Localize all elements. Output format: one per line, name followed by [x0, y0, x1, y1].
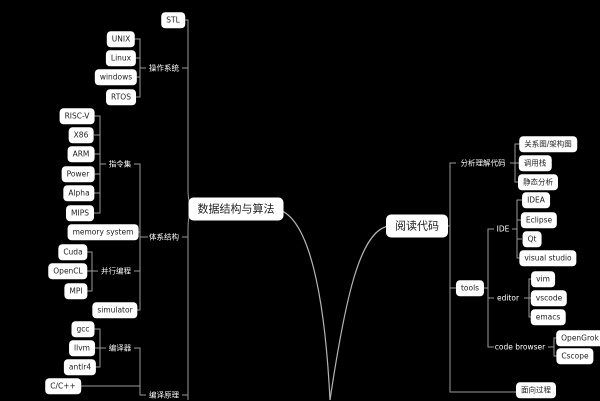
isa-children-lines	[94, 115, 106, 214]
compiler-item-llvm[interactable]: llvm	[69, 340, 95, 356]
node-compiler[interactable]: 编译器	[108, 343, 132, 353]
isa-item-mips[interactable]: MIPS	[66, 205, 94, 221]
isa-item-power[interactable]: Power	[61, 166, 95, 182]
node-procedural[interactable]: 面向过程	[516, 382, 556, 398]
ide-children-lines	[512, 199, 522, 259]
ide-item-visual-studio[interactable]: visual studio	[519, 250, 577, 266]
analysis-item-architecture[interactable]: 关系图/架构图	[519, 136, 577, 152]
parallel-item-mpi[interactable]: MPI	[64, 283, 88, 299]
browser-item-cscope[interactable]: Cscope	[556, 348, 594, 364]
node-code-browser[interactable]: code browser	[494, 342, 546, 352]
os-item-linux[interactable]: Linux	[105, 50, 137, 66]
node-stl[interactable]: STL	[161, 12, 185, 28]
browser-item-opengrok[interactable]: OpenGrok	[556, 330, 600, 346]
node-analysis[interactable]: 分析理解代码	[460, 158, 506, 168]
ide-item-qt[interactable]: Qt	[522, 231, 542, 247]
editor-item-emacs[interactable]: emacs	[530, 309, 566, 325]
parallel-item-opencl[interactable]: OpenCL	[48, 263, 88, 279]
isa-item-arm[interactable]: ARM	[67, 146, 95, 162]
parallel-item-cuda[interactable]: Cuda	[58, 244, 88, 260]
compiler-item-antlr4[interactable]: antlr4	[63, 359, 97, 375]
node-arch[interactable]: 体系结构	[149, 232, 179, 242]
node-c-cpp[interactable]: C/C++	[45, 378, 81, 394]
node-editor[interactable]: editor	[496, 293, 520, 303]
isa-item-x86[interactable]: X86	[68, 127, 94, 143]
isa-item-riscv[interactable]: RISC-V	[59, 108, 95, 124]
editor-item-vim[interactable]: vim	[531, 271, 555, 287]
node-simulator[interactable]: simulator	[92, 302, 138, 318]
compiler-children-lines	[94, 328, 106, 368]
trunk-to-ds	[275, 208, 331, 400]
compiler-item-gcc[interactable]: gcc	[71, 321, 95, 337]
central-topic-ds[interactable]: 数据结构与算法	[188, 197, 284, 221]
os-item-windows[interactable]: windows	[94, 69, 138, 85]
parallel-children-lines	[86, 251, 98, 292]
node-isa[interactable]: 指令集	[108, 159, 132, 169]
spine-top	[182, 19, 197, 210]
ide-item-eclipse[interactable]: Eclipse	[520, 212, 558, 228]
analysis-item-callstack[interactable]: 调用栈	[518, 155, 552, 171]
tools-children-lines	[484, 228, 494, 348]
node-compile[interactable]: 编译原理	[149, 390, 179, 400]
oop-line	[449, 288, 516, 393]
compile-children-lines	[134, 347, 146, 396]
os-item-unix[interactable]: UNIX	[106, 31, 136, 47]
node-parallel[interactable]: 并行编程	[101, 266, 131, 276]
central-topic-read[interactable]: 阅读代码	[386, 214, 448, 238]
os-children-lines	[134, 38, 146, 98]
node-os[interactable]: 操作系统	[149, 63, 179, 73]
lang-line	[78, 385, 141, 395]
node-memory-system[interactable]: memory system	[67, 224, 139, 240]
os-item-rtos[interactable]: RTOS	[106, 89, 136, 105]
analysis-item-static[interactable]: 静态分析	[518, 174, 558, 190]
editor-item-vscode[interactable]: vscode	[530, 290, 568, 306]
spine-bottom	[187, 208, 197, 400]
isa-item-alpha[interactable]: Alpha	[63, 185, 95, 201]
node-ide[interactable]: IDE	[496, 224, 510, 234]
node-tools[interactable]: tools	[455, 280, 485, 296]
trunk-to-read	[329, 225, 391, 400]
ide-item-idea[interactable]: IDEA	[522, 192, 550, 208]
